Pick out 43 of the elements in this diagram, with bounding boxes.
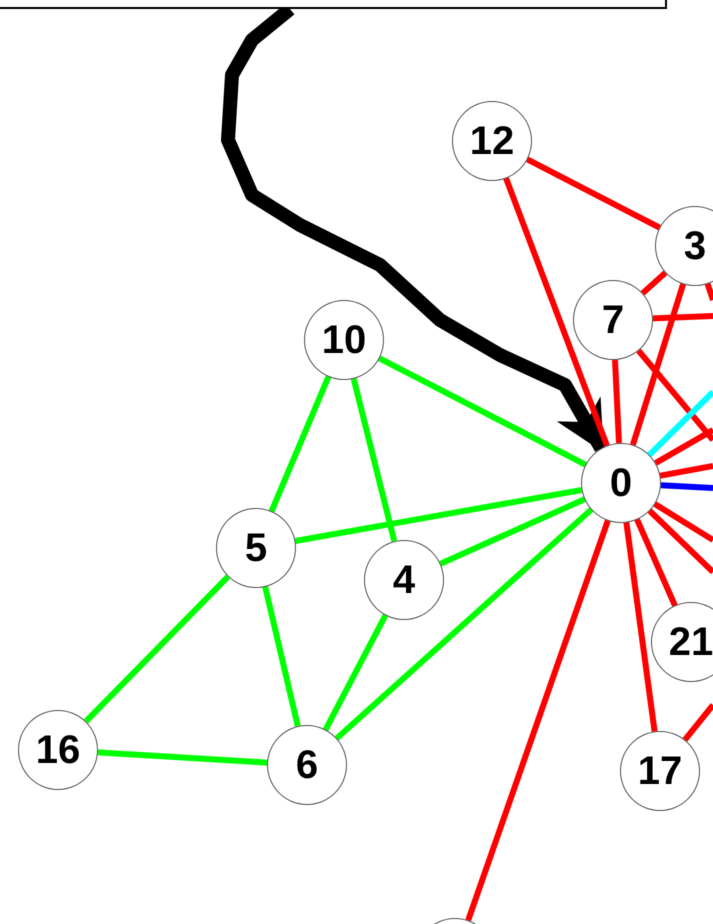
node-number: 4 [392,560,416,600]
connector-line [623,522,658,732]
node-number: 0 [610,463,632,503]
graph-node-circle [581,443,661,523]
graph-node-circle [651,602,713,682]
connector-line [262,586,301,727]
node-number: 10 [322,320,366,360]
connector-line [652,313,713,322]
node-number: 21 [668,622,713,662]
connector-line [378,356,587,468]
connector-line [503,177,610,447]
connector-line [636,348,713,442]
node-number: 6 [296,745,318,785]
connector-line [98,749,268,766]
connector-line [268,376,332,512]
connector-line [648,508,713,574]
connector-line [682,703,713,742]
node-number: 7 [602,300,624,340]
node-number: 16 [36,730,80,770]
connector-line [640,270,668,296]
connector-line [322,614,388,731]
connector-line [294,487,582,544]
connector-line [660,482,713,491]
graph-node-circle [655,206,713,286]
connector-line [84,574,230,724]
connector-line [465,520,611,922]
graph-node-circle [573,280,653,360]
connector-line [660,463,713,479]
connector-line [612,360,622,444]
connector-line [704,282,713,301]
node-number: 5 [244,528,268,568]
node-number: 12 [470,121,514,161]
node-number: 17 [638,751,682,791]
connector-line [630,283,686,446]
connector-line [334,507,594,741]
connector-line [654,427,713,466]
node-number: 3 [684,226,706,266]
connector-line [526,156,661,230]
connector-line [653,502,713,543]
connector-line [439,496,586,566]
connector-line [350,378,398,542]
connector-line [634,518,678,607]
connector-line [647,390,713,458]
